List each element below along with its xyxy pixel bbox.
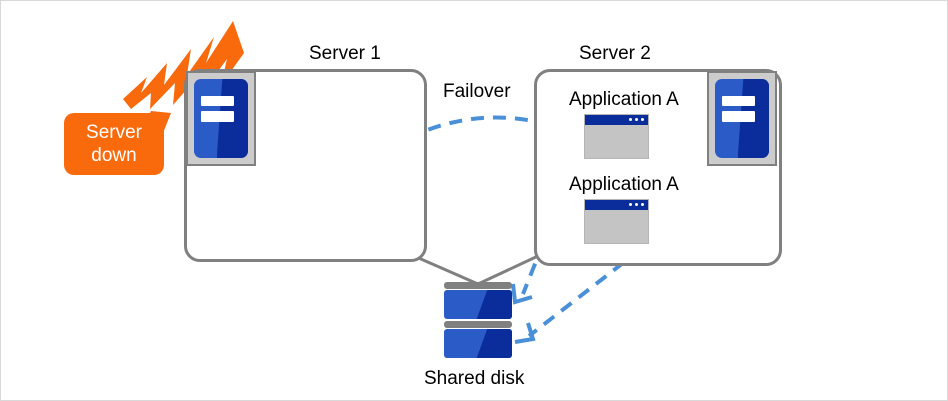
server2-title: Server 2 [579, 43, 651, 64]
shared-disk-icon [444, 282, 512, 361]
server-down-line1: Server [86, 122, 142, 143]
server2-server-icon [707, 71, 777, 166]
app-window-icon-2 [584, 199, 649, 244]
server-down-badge: Server down [64, 113, 164, 175]
failover-arrow [407, 115, 551, 140]
server1-to-disk-line [413, 254, 479, 286]
server-down-line2: down [91, 145, 137, 166]
failover-label: Failover [443, 81, 511, 102]
server1-server-icon [186, 71, 256, 166]
server2-to-disk-line [477, 254, 539, 286]
app1-to-disk-arrowhead [511, 283, 533, 305]
application-a-1-label: Application A [569, 89, 679, 110]
server1-title: Server 1 [309, 43, 381, 64]
shared-disk-label: Shared disk [424, 368, 525, 389]
app2-to-disk-arrowhead [514, 322, 536, 344]
application-a-2-label: Application A [569, 174, 679, 195]
app-window-icon-1 [584, 114, 649, 159]
